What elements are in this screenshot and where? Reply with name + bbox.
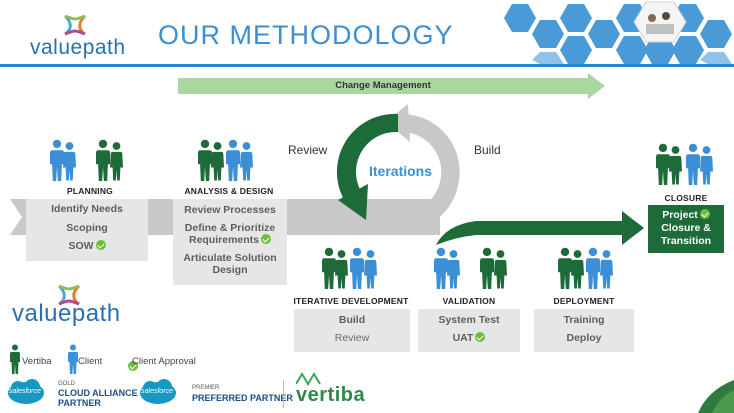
- salesforce-cloud-icon: [8, 379, 44, 404]
- vertiba-person-icon: [10, 344, 20, 374]
- cloud-alliance-label: CLOUD ALLIANCE: [58, 388, 138, 398]
- deployment-panel: [534, 309, 634, 352]
- salesforce-logo-text: salesforce: [141, 388, 173, 395]
- approval-check-icon: [699, 209, 710, 219]
- closure-label: CLOSURE: [664, 193, 708, 203]
- closure-panel: Project Closure & Transition: [648, 205, 724, 253]
- preferred-partner-label: PREFERRED PARTNER: [192, 393, 293, 403]
- iterative-label: ITERATIVE DEVELOPMENT: [293, 296, 409, 306]
- validation-item: UAT: [452, 332, 474, 344]
- analysis-label: ANALYSIS & DESIGN: [184, 186, 274, 196]
- planning-people-icon: [50, 139, 123, 181]
- page-title: OUR METHODOLOGY: [158, 20, 454, 50]
- planning-panel: [26, 199, 148, 261]
- iterative-item: Review: [334, 332, 370, 344]
- premier-tier-label: PREMIER: [192, 385, 220, 391]
- planning-item: Identify Needs: [51, 203, 123, 215]
- vertiba-logo-text: vertiba: [296, 384, 366, 406]
- closure-people-icon: [656, 143, 713, 185]
- closure-line: Closure &: [661, 222, 711, 234]
- valuepath-logo-icon: [57, 284, 81, 306]
- closure-line: Project: [662, 209, 698, 221]
- hexagon-banner: [500, 0, 734, 64]
- iterative-people-icon: [322, 247, 377, 289]
- salesforce-cloud-icon: [140, 379, 176, 404]
- closure-line: Transition: [660, 235, 712, 247]
- header-logo-text: valuepath: [30, 36, 126, 59]
- deployment-item: Training: [563, 314, 605, 326]
- validation-people-icon: [434, 247, 507, 289]
- gold-tier-label: GOLD: [58, 381, 76, 387]
- analysis-item-approval: Requirements: [173, 234, 287, 247]
- analysis-people-icon: [198, 139, 253, 181]
- planning-item-approval: SOW: [26, 240, 148, 253]
- legend-vertiba: Vertiba: [22, 356, 52, 367]
- planning-label: PLANNING: [67, 186, 113, 196]
- change-management-arrow: [178, 73, 605, 99]
- iterative-panel: [294, 309, 410, 352]
- planning-item: SOW: [68, 240, 94, 252]
- iteration-cycle: [336, 104, 460, 232]
- build-label: Build: [474, 143, 501, 157]
- deployment-label: DEPLOYMENT: [553, 296, 615, 306]
- analysis-item: Design: [212, 264, 248, 276]
- validation-item: System Test: [438, 314, 500, 326]
- client-approval-icon: [128, 361, 138, 371]
- deployment-item: Deploy: [566, 332, 602, 344]
- green-process-arrow: [436, 211, 644, 245]
- iterations-label: Iterations: [369, 163, 433, 179]
- analysis-item: Requirements: [188, 234, 260, 246]
- validation-label: VALIDATION: [442, 296, 496, 306]
- analysis-item: Define & Prioritize: [184, 222, 276, 234]
- review-label: Review: [288, 143, 328, 157]
- planning-item: Scoping: [66, 222, 108, 234]
- change-management-label: Change Management: [335, 80, 431, 91]
- salesforce-logo-text: salesforce: [9, 388, 41, 395]
- closure-line-approval: Project: [648, 209, 724, 222]
- analysis-item: Review Processes: [184, 204, 276, 216]
- approval-check-icon: [475, 332, 486, 342]
- deployment-people-icon: [558, 247, 613, 289]
- vertiba-logo-icon: [296, 372, 321, 386]
- approval-check-icon: [261, 234, 272, 244]
- validation-item-approval: UAT: [418, 332, 520, 345]
- validation-panel: [418, 309, 520, 352]
- body-logo-text: valuepath: [12, 300, 121, 327]
- partner-divider: [283, 380, 284, 408]
- cloud-alliance-partner-label: PARTNER: [58, 398, 101, 408]
- valuepath-logo-icon: [63, 14, 87, 36]
- iterative-item: Build: [338, 314, 366, 326]
- legend-client-approval: Client Approval: [132, 356, 196, 367]
- analysis-item: Articulate Solution: [183, 252, 277, 264]
- legend-client: Client: [78, 356, 103, 367]
- corner-grass-decoration: [698, 380, 734, 413]
- approval-check-icon: [95, 240, 106, 250]
- header-divider: [0, 64, 734, 67]
